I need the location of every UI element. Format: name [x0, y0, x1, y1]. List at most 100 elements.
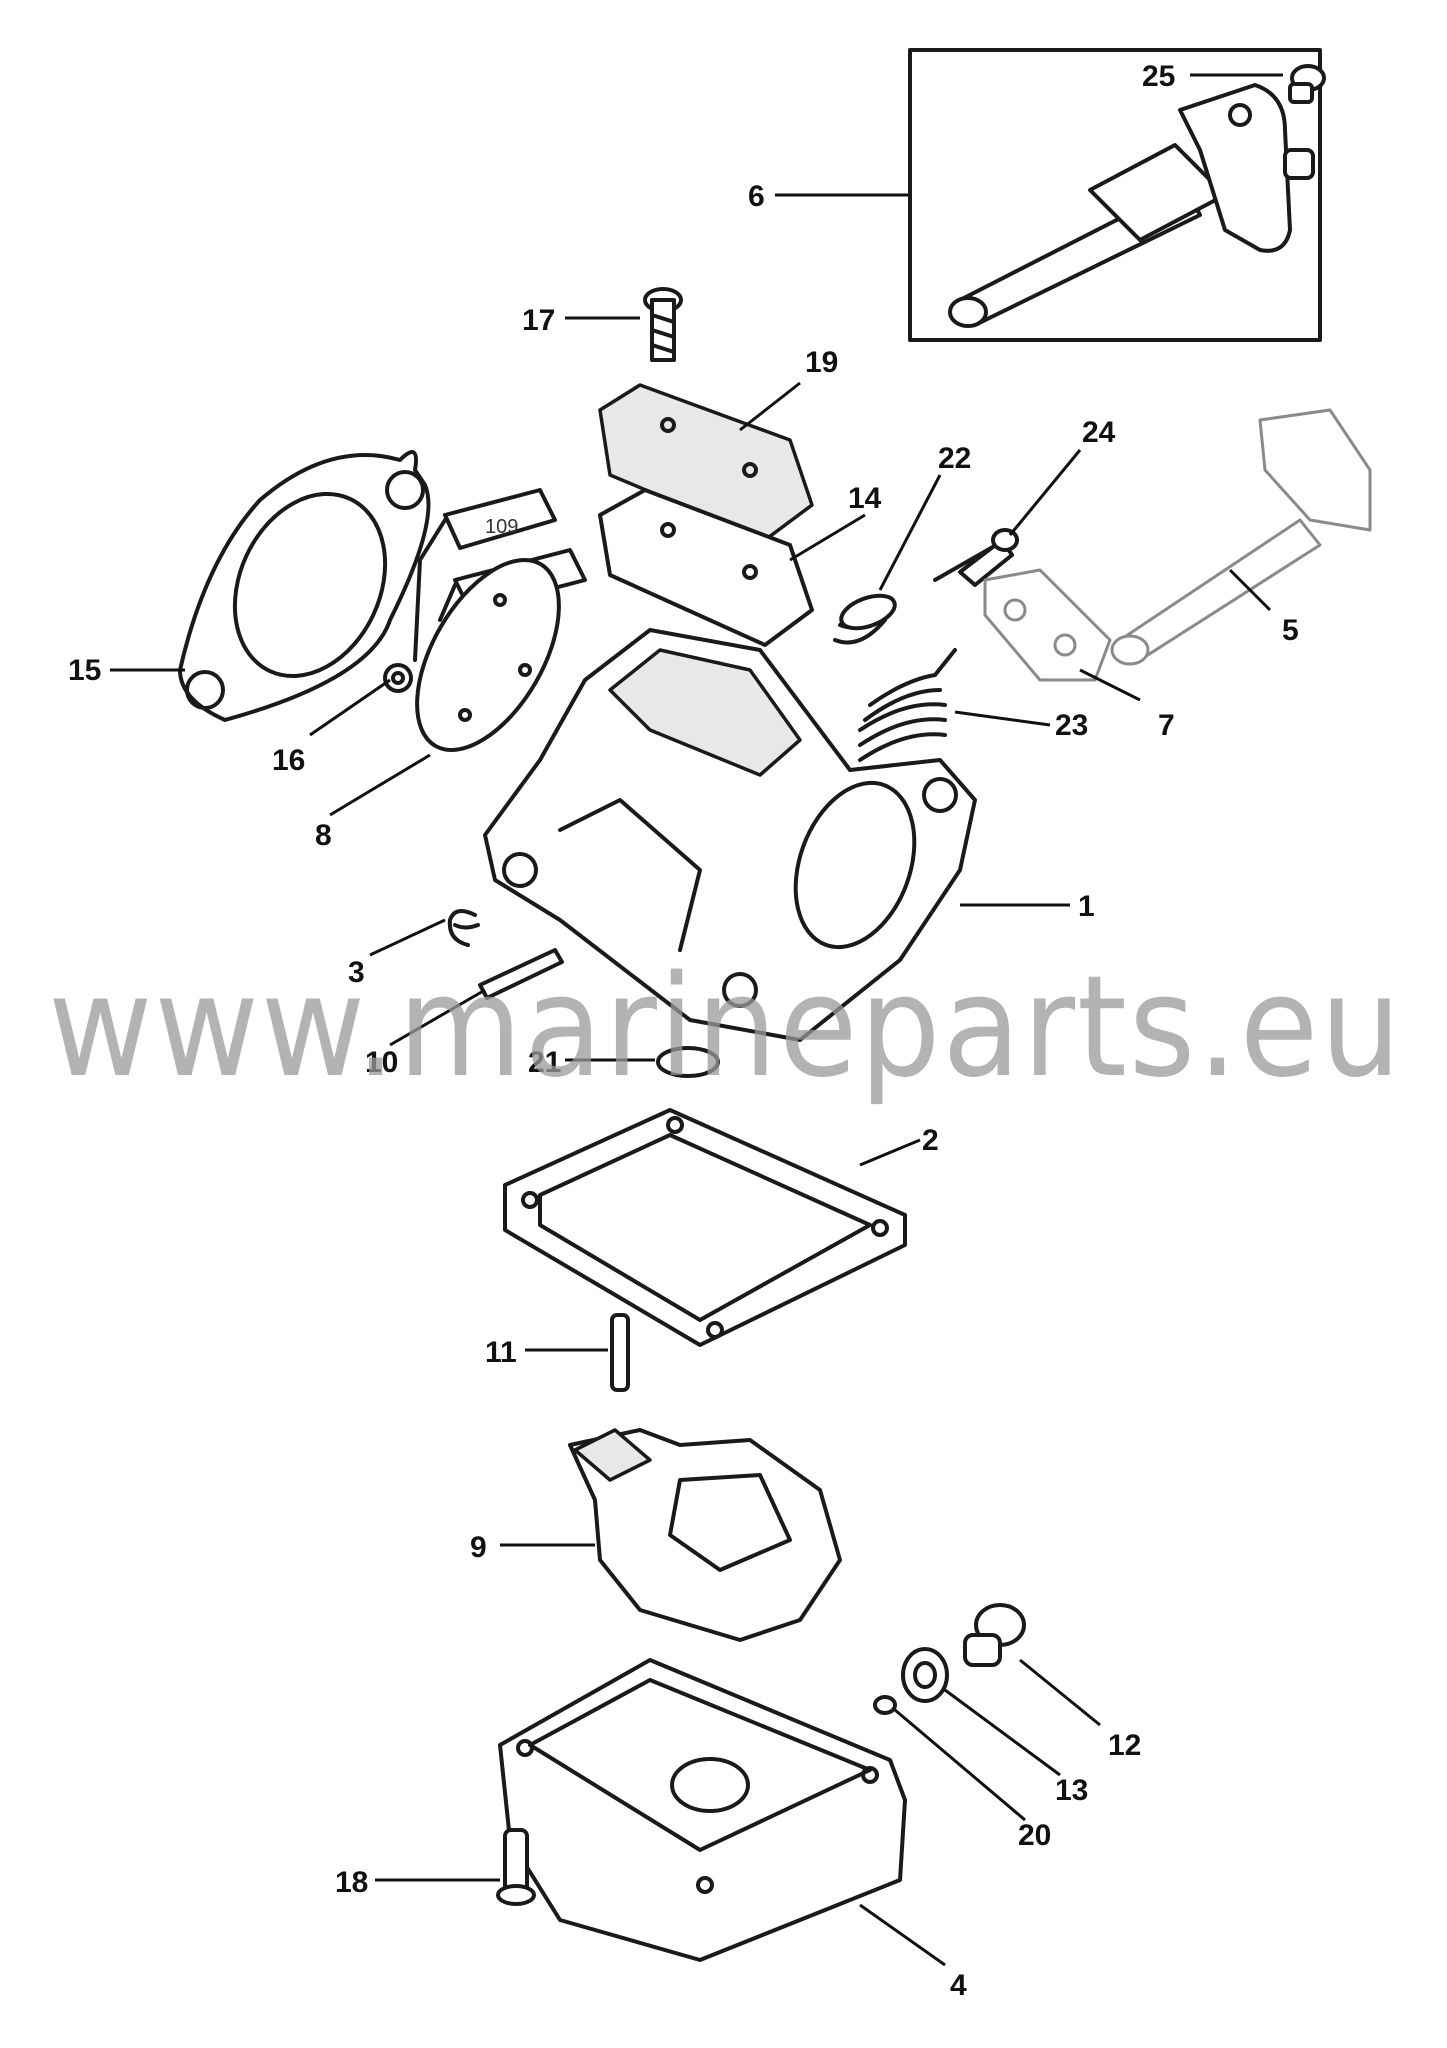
callout-13: 13 — [1055, 1774, 1088, 1807]
lever-stud — [1283, 148, 1315, 180]
inset-frame — [908, 48, 1322, 342]
link-7-hole-b — [1053, 633, 1077, 657]
callout-25: 25 — [1142, 60, 1175, 93]
link-7-hole-a — [1003, 598, 1027, 622]
callout-10: 10 — [365, 1046, 398, 1079]
washer-13-hole — [913, 1661, 937, 1689]
plate-19 — [598, 383, 814, 542]
gasket-15-hole-bottom — [185, 670, 225, 710]
callout-5: 5 — [1282, 614, 1299, 647]
needle-24-thread — [958, 538, 1014, 587]
leader-14 — [789, 513, 866, 562]
part-18-screw — [496, 1828, 536, 1906]
float-9-hinge — [573, 1428, 652, 1482]
bowl-4-hole-b — [861, 1766, 879, 1784]
callout-8: 8 — [315, 819, 332, 852]
gasket-2-hole-d — [666, 1116, 684, 1134]
leader-19 — [739, 381, 801, 432]
leader-22 — [878, 474, 942, 591]
o-ring-21 — [656, 1046, 720, 1078]
leader-20 — [894, 1708, 1026, 1822]
disc-8-hole-a — [493, 593, 507, 607]
link-7-plate — [983, 568, 1112, 682]
disc-8-hole-c — [458, 708, 472, 722]
tube-a-marking: 109 — [485, 516, 518, 538]
part-10-pin — [478, 948, 564, 1000]
float-9-well — [668, 1473, 792, 1572]
part-7-link — [983, 568, 1112, 682]
part-5-lever — [1110, 408, 1372, 666]
lever-5-plate — [1258, 408, 1372, 532]
callout-21: 21 — [528, 1046, 561, 1079]
disc-8 — [415, 558, 561, 752]
body-1-bolt-hole-b — [922, 777, 958, 813]
gasket-2-hole-c — [706, 1321, 724, 1339]
leader-5 — [1228, 568, 1272, 612]
gasket-2-hole-a — [521, 1191, 539, 1209]
callout-1: 1 — [1078, 890, 1095, 923]
gasket-2-outer — [503, 1108, 907, 1347]
leader-16 — [309, 678, 391, 737]
callout-7: 7 — [1158, 709, 1175, 742]
part-1-carburetor-body — [483, 628, 977, 1042]
part-9-float — [568, 1428, 842, 1642]
nut-16-hole — [391, 671, 405, 685]
part-19-cover-plate — [598, 383, 814, 542]
callout-16: 16 — [272, 744, 305, 777]
part-4-float-bowl — [498, 1658, 907, 1962]
shaft-6-end — [948, 296, 988, 328]
part-11-pin — [610, 1313, 630, 1392]
callout-numbers: 25 6 17 19 14 22 24 5 7 23 15 16 8 1 3 1… — [68, 60, 1299, 2002]
screw-25-body — [1288, 82, 1314, 104]
gasket-15-bore — [232, 491, 388, 679]
plug-12-body — [963, 1633, 1002, 1667]
callout-19: 19 — [805, 346, 838, 379]
part-8-diaphragm — [415, 558, 561, 752]
part-25-screw — [1288, 64, 1326, 104]
tube-leaders — [413, 518, 457, 662]
part-3-clip — [447, 909, 480, 947]
washer-13 — [901, 1647, 949, 1703]
part-6-inset — [908, 48, 1322, 342]
lever-5-end — [1110, 634, 1150, 666]
bowl-4-hole-c — [696, 1876, 714, 1894]
screw-18-head — [496, 1884, 536, 1906]
leader-13 — [944, 1688, 1061, 1777]
spring-23-coils — [858, 648, 957, 762]
body-1-bolt-hole-a — [502, 852, 538, 888]
pin-11 — [610, 1313, 630, 1392]
callout-22: 22 — [938, 442, 971, 475]
leader-2 — [859, 1138, 921, 1167]
leader-lines — [110, 73, 1283, 1967]
body-1-bolt-hole-c — [722, 972, 758, 1008]
screw-20 — [873, 1695, 897, 1715]
callout-14: 14 — [848, 482, 882, 515]
leader-23 — [954, 710, 1051, 727]
leader-8 — [329, 753, 431, 817]
lever-plate-6 — [1178, 83, 1292, 253]
nut-16 — [383, 663, 413, 693]
leader-7 — [1079, 668, 1141, 702]
leader-4 — [859, 1903, 946, 1967]
part-17-screw — [643, 287, 683, 362]
leader-12 — [1019, 1658, 1101, 1727]
callout-2: 2 — [922, 1124, 939, 1157]
callout-4: 4 — [950, 1969, 967, 2002]
gasket-2-hole-b — [871, 1219, 889, 1237]
callout-9: 9 — [470, 1531, 487, 1564]
callout-23: 23 — [1055, 709, 1088, 742]
pin-10 — [478, 948, 564, 1000]
part-16-nut — [383, 663, 413, 693]
part-2-bowl-gasket — [503, 1108, 907, 1347]
callout-3: 3 — [348, 956, 365, 989]
watermark-text: www.marineparts.eu — [48, 946, 1403, 1109]
callout-18: 18 — [335, 1866, 368, 1899]
part-13-washer — [901, 1647, 949, 1703]
plate-19-hole-b — [742, 462, 758, 478]
callout-11: 11 — [485, 1336, 517, 1369]
float-9-body — [568, 1428, 842, 1642]
gasket-14 — [598, 488, 814, 647]
leader-24 — [1008, 449, 1082, 536]
clip-3 — [447, 909, 480, 947]
